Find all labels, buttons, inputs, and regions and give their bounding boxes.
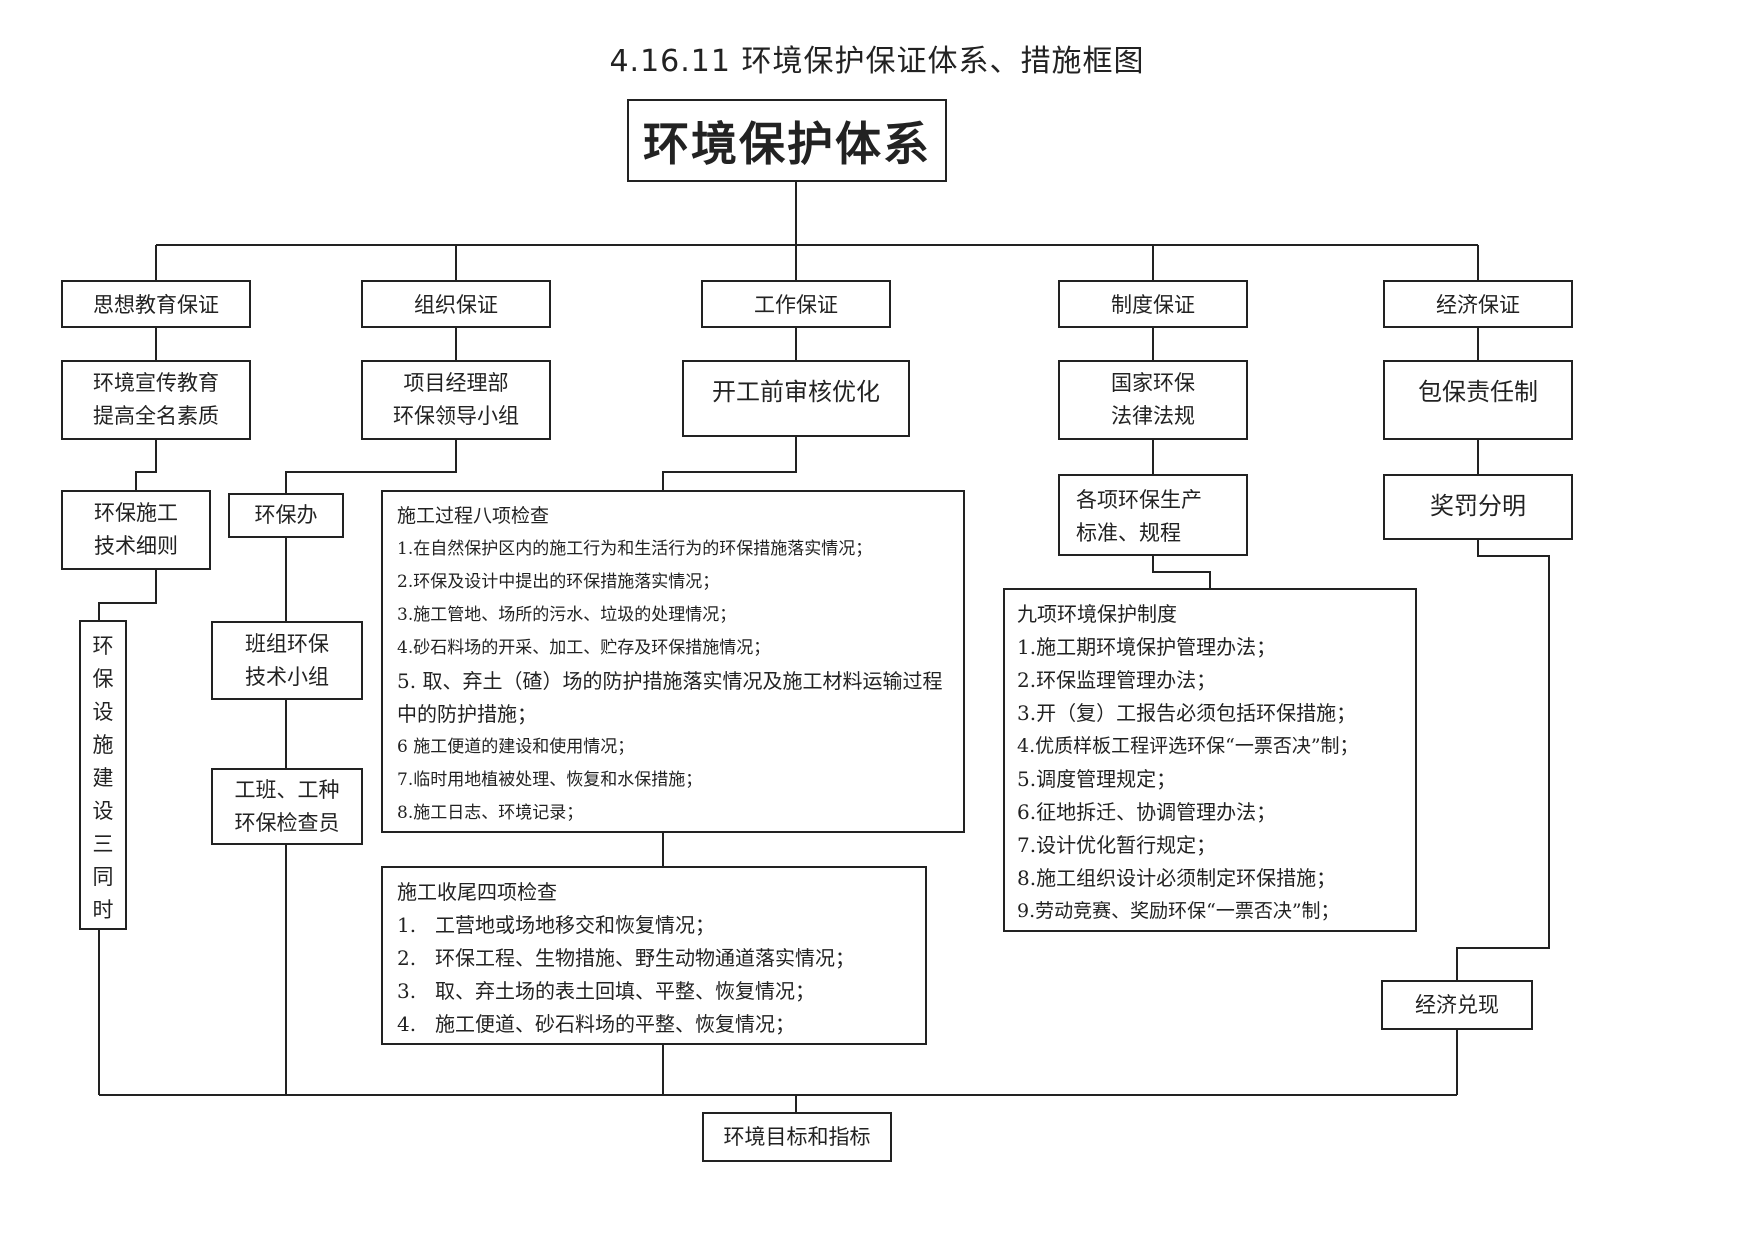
four-checks-num: 4. <box>397 1012 417 1036</box>
leader-group-line-2: 环保领导小组 <box>393 404 519 428</box>
reward-label: 奖罚分明 <box>1430 492 1526 520</box>
education-line-1: 环境宣传教育 <box>93 371 219 395</box>
inspectors-line-2: 环保检查员 <box>234 810 340 835</box>
four-checks-text: 施工便道、砂石料场的平整、恢复情况； <box>435 1012 795 1036</box>
education-box: 环境宣传教育 提高全名素质 <box>61 360 251 440</box>
four-checks-num: 2. <box>397 946 417 970</box>
four-checks-item: 1. 工营地或场地移交和恢复情况； <box>397 909 911 942</box>
four-checks-heading: 施工收尾四项检查 <box>397 880 557 904</box>
header-organization: 组织保证 <box>361 280 551 328</box>
header-system-label: 制度保证 <box>1111 293 1195 317</box>
standards-line-2: 标准、规程 <box>1076 521 1181 545</box>
target-label: 环境目标和指标 <box>723 1124 871 1149</box>
four-checks-item: 2. 环保工程、生物措施、野生动物通道落实情况； <box>397 942 911 975</box>
eight-checks-item: 6 施工便道的建设和使用情况； <box>397 737 635 757</box>
eight-checks-item: 7.临时用地植被处理、恢复和水保措施； <box>397 770 703 790</box>
team-group-line-2: 技术小组 <box>245 664 329 689</box>
vertical-char: 三 <box>92 832 114 856</box>
eight-checks-item: 1.在自然保护区内的施工行为和生活行为的环保措施落实情况； <box>397 539 873 559</box>
four-checks-item: 3. 取、弃土场的表土回填、平整、恢复情况； <box>397 975 911 1008</box>
four-checks-box: 施工收尾四项检查 1. 工营地或场地移交和恢复情况； 2. 环保工程、生物措施、野生… <box>381 866 927 1045</box>
vertical-char: 施 <box>92 733 114 757</box>
header-system: 制度保证 <box>1058 280 1248 328</box>
eight-checks-item: 3.施工管地、场所的污水、垃圾的处理情况； <box>397 605 737 625</box>
eight-checks-item: 2.环保及设计中提出的环保措施落实情况； <box>397 572 720 592</box>
nine-systems-item: 7.设计优化暂行规定； <box>1017 833 1217 857</box>
header-ideology-label: 思想教育保证 <box>93 293 219 317</box>
header-economy-label: 经济保证 <box>1436 293 1520 317</box>
nine-systems-heading: 九项环境保护制度 <box>1017 602 1177 626</box>
responsibility-box: 包保责任制 <box>1383 360 1573 440</box>
tech-rules-line-1: 环保施工 <box>94 501 178 525</box>
nine-systems-item: 2.环保监理管理办法； <box>1017 668 1217 692</box>
header-work: 工作保证 <box>701 280 891 328</box>
four-checks-text: 环保工程、生物措施、野生动物通道落实情况； <box>435 946 855 970</box>
vertical-char: 时 <box>92 898 114 922</box>
root-box: 环境保护体系 <box>627 99 947 182</box>
laws-line-1: 国家环保 <box>1111 371 1195 395</box>
inspectors-line-1: 工班、工种 <box>234 777 340 802</box>
leader-group-line-1: 项目经理部 <box>403 371 509 395</box>
eight-checks-item: 8.施工日志、环境记录； <box>397 803 584 823</box>
reward-box: 奖罚分明 <box>1383 474 1573 540</box>
fulfill-label: 经济兑现 <box>1415 992 1499 1017</box>
education-line-2: 提高全名素质 <box>93 404 219 428</box>
nine-systems-item: 6.征地拆迁、协调管理办法； <box>1017 800 1277 824</box>
target-box: 环境目标和指标 <box>702 1112 892 1162</box>
nine-systems-item: 8.施工组织设计必须制定环保措施； <box>1017 866 1337 890</box>
responsibility-label: 包保责任制 <box>1418 378 1538 406</box>
standards-box: 各项环保生产 标准、规程 <box>1058 474 1248 556</box>
vertical-char: 环 <box>92 634 114 658</box>
header-organization-label: 组织保证 <box>414 293 498 317</box>
nine-systems-item: 9.劳动竞赛、奖励环保“一票否决”制； <box>1017 900 1340 922</box>
header-work-label: 工作保证 <box>754 293 838 317</box>
vertical-char: 设 <box>92 700 114 724</box>
team-group-line-1: 班组环保 <box>245 631 329 656</box>
header-economy: 经济保证 <box>1383 280 1573 328</box>
leader-group-box: 项目经理部 环保领导小组 <box>361 360 551 440</box>
nine-systems-item: 5.调度管理规定； <box>1017 767 1177 791</box>
team-group-box: 班组环保 技术小组 <box>211 621 363 700</box>
nine-systems-item: 3.开（复）工报告必须包括环保措施； <box>1017 701 1357 725</box>
eight-checks-box: 施工过程八项检查 1.在自然保护区内的施工行为和生活行为的环保措施落实情况； 2… <box>381 490 965 833</box>
vertical-char: 同 <box>92 865 114 889</box>
laws-box: 国家环保 法律法规 <box>1058 360 1248 440</box>
vertical-char: 建 <box>92 766 114 790</box>
nine-systems-item: 4.优质样板工程评选环保“一票否决”制； <box>1017 735 1359 757</box>
page-title: 4.16.11 环境保护保证体系、措施框图 <box>609 44 1145 79</box>
three-simultaneous-box: 环 保 设 施 建 设 三 同 时 <box>79 620 127 930</box>
laws-line-2: 法律法规 <box>1111 404 1195 428</box>
four-checks-item: 4. 施工便道、砂石料场的平整、恢复情况； <box>397 1008 911 1041</box>
inspectors-box: 工班、工种 环保检查员 <box>211 768 363 845</box>
tech-rules-box: 环保施工 技术细则 <box>61 490 211 570</box>
vertical-char: 保 <box>92 667 114 691</box>
tech-rules-line-2: 技术细则 <box>94 534 178 558</box>
nine-systems-box: 九项环境保护制度 1.施工期环境保护管理办法； 2.环保监理管理办法； 3.开（… <box>1003 588 1417 932</box>
office-label: 环保办 <box>254 503 318 527</box>
eight-checks-item: 5. 取、弃土（碴）场的防护措施落实情况及施工材料运输过程中的防护措施； <box>397 669 943 726</box>
eight-checks-item: 4.砂石料场的开采、加工、贮存及环保措施情况； <box>397 638 771 658</box>
root-label: 环境保护体系 <box>643 116 931 171</box>
four-checks-num: 1. <box>397 913 417 937</box>
standards-line-1: 各项环保生产 <box>1076 488 1202 512</box>
header-ideology: 思想教育保证 <box>61 280 251 328</box>
vertical-char: 设 <box>92 799 114 823</box>
office-box: 环保办 <box>228 493 344 538</box>
four-checks-num: 3. <box>397 979 417 1003</box>
four-checks-text: 取、弃土场的表土回填、平整、恢复情况； <box>435 979 815 1003</box>
nine-systems-item: 1.施工期环境保护管理办法； <box>1017 635 1277 659</box>
eight-checks-heading: 施工过程八项检查 <box>397 505 550 527</box>
four-checks-text: 工营地或场地移交和恢复情况； <box>435 913 715 937</box>
pre-review-box: 开工前审核优化 <box>682 360 910 437</box>
fulfill-box: 经济兑现 <box>1381 980 1533 1030</box>
pre-review-label: 开工前审核优化 <box>712 378 880 406</box>
